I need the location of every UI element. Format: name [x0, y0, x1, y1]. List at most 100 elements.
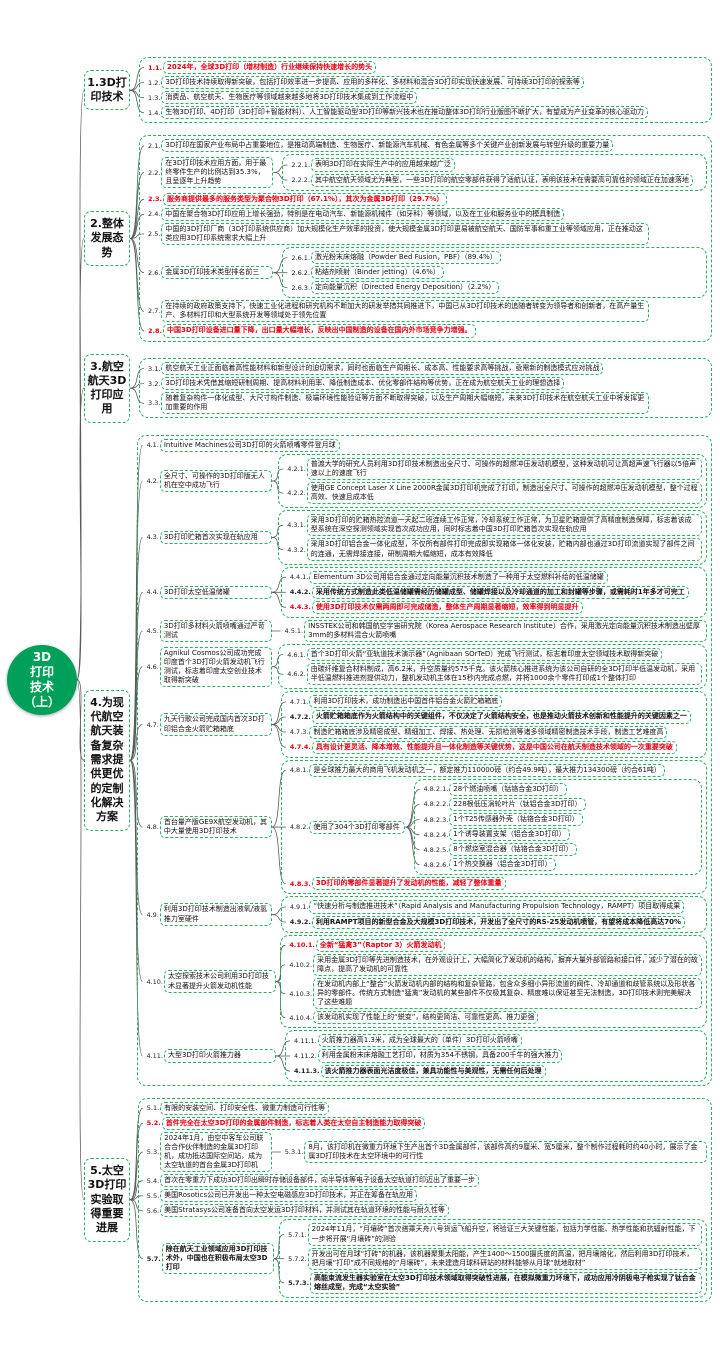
node-box[interactable]: 使用GE Concept Laser X Line 2000R金属3D打印机完成…	[306, 482, 702, 505]
node-box[interactable]: 8月，该打印机在微重力环境下生产出首个3D金属部件，该部件高约9厘米、宽5厘米，…	[304, 1140, 707, 1164]
node-box[interactable]: 利用3D打印技术制造出液氧/液氢推力室硬件	[159, 903, 272, 926]
node-box[interactable]: 除在航天工业领域应用3D打印技术外，中国也在积极布局太空3D打印	[161, 1243, 274, 1275]
node-box[interactable]: Intuitive Machines公司3D打印的火箭喷嘴零件登月球	[159, 438, 340, 452]
node-box[interactable]: 228根低压涡轮叶片（钛铝合金3D打印）	[449, 797, 586, 812]
node-box[interactable]: 首件完全在太空3D打印的金属部件制造，标志着人类在太空自主制造能力取得突破	[161, 1116, 426, 1130]
node-box[interactable]: 使用3D打印技术仅需两周即可完成储造，整体生产周期显著缩短，效率得到明显提升	[311, 600, 583, 614]
node-box[interactable]: 采用3D打印的贮箱热控流道一天起二班连续工作正常，冷却系统工作正常，为卫星贮箱提…	[306, 514, 702, 537]
node-box[interactable]: 其中航空航天领域尤为典型，一些3D打印的航空零部件获得了适航认证，表明该技术在需…	[311, 173, 693, 187]
node-box[interactable]: 2024年11月，“月壤砖”首次搭乘天舟八号货运飞船升空，将验证三大关键性能，包…	[307, 1223, 702, 1246]
node-box[interactable]: 中国的3D打印厂商（3D打印系统供应商）加大规模化生产效率的投资，使大规模金属3…	[161, 222, 650, 246]
node-box[interactable]: 太空探索技术公司利用3D打印技术显著提升火箭发动机性能	[164, 970, 276, 993]
node-self: 5.7.2.开发出可在月球“打砖”的机器，该机器聚集太阳能，产生1400～150…	[284, 1247, 702, 1270]
node-box[interactable]: 利用3D打印技术，成功制造出中国首件铝合金火箭贮箱箱底	[309, 695, 503, 709]
node: 4.10.1.全新“猛禽3”（Raptor 3）火箭发动机	[285, 938, 702, 952]
node-box[interactable]: 首个3D打印火箭“亚轨道技术演示器”（Agnibaan SOrTeD）完成飞行测…	[306, 648, 663, 662]
node-box[interactable]: 有限的安装空间、打印安全性、微重力制造可行性等	[160, 1101, 330, 1115]
node-self: 4.2.1.普渡大学的研究人员利用3D打印技术制造出全尺寸、可操作的超燃冲压发动…	[283, 457, 702, 481]
node-box[interactable]: 开发出可在月球“打砖”的机器，该机器聚集太阳能，产生1400～1500摄氏度的高…	[307, 1247, 702, 1270]
node-box[interactable]: 首台量产版GE9X航空发动机，其中大量使用3D打印技术	[159, 816, 272, 839]
node-box[interactable]: 大型3D打印火箭推力器	[164, 1049, 276, 1063]
node-self: 4.7.4.具有设计更灵活、降本增效、性能提升且一体化制造等关键优势，这是中国公…	[286, 740, 677, 754]
node-box[interactable]: 该发动机实现了性能上的“蜕变”，结构更简洁、可靠性更高、推力更强	[313, 1011, 539, 1025]
node-box[interactable]: 生物3D打印、4D打印（3D打印+智能材料）、人工智能驱动型3D打印等新兴技术也…	[161, 106, 648, 120]
node-box[interactable]: 3D打印技术凭借其缩短研制周期、提高材料利用率、降低制造成本、优化零部件结构等优…	[161, 377, 565, 391]
node-number: 4.8.1.	[289, 766, 309, 775]
node-box[interactable]: 定向能量沉积（Directed Energy Deposition）（2.2%）	[311, 281, 500, 295]
node-box[interactable]: “快速分析与制造推进技术”（Rapid Analysis and Manufac…	[309, 900, 685, 914]
node-box[interactable]: 1个热交换器（铝合金3D打印）	[449, 858, 556, 872]
node-box[interactable]: 普渡大学的研究人员利用3D打印技术制造出全尺寸、可操作的超燃冲压发动机模型，这种…	[306, 457, 702, 481]
node-box[interactable]: 3D打印太空低温储罐	[159, 585, 272, 599]
node-box[interactable]: 九天行歌公司完成国内首次3D打印铝合金火箭贮箱箱底	[159, 713, 272, 736]
children-group: 4.8.2.1.28个燃油喷嘴（钴铬合金3D打印）4.8.2.2.228根低压涡…	[414, 778, 702, 876]
node-box[interactable]: 全新“猛禽3”（Raptor 3）火箭发动机	[315, 938, 446, 952]
node-box[interactable]: 3D打印多材料火箭喷嘴通过严苛测试	[159, 619, 272, 643]
node-box[interactable]: 全尺寸、可操作的3D打印版无人机在空中成功飞行	[159, 469, 272, 493]
node-box[interactable]: 是全球推力最大的商用飞机发动机之一，额定推力110000磅（约合49.9吨），最…	[309, 763, 665, 777]
node-box[interactable]: 使用了304个3D打印零部件	[309, 820, 406, 834]
node-box[interactable]: 采用3D打印铝合金一体化成型，不仅所有部件打印完成即实现箱体一体化安装，贮箱内部…	[306, 538, 702, 561]
node-box[interactable]: Agnikul Cosmos公司成功完成印度首个3D打印火箭发动机飞行测试，标志…	[159, 646, 272, 687]
node-box[interactable]: 航空航天工业正面临着高性能材料和新型设计的迫切需求，同时也面临生产周期长、成本高…	[161, 361, 604, 376]
branch-label[interactable]: 5.太空3D打印实验取得重要进展	[84, 1158, 130, 1242]
node-box[interactable]: 采用金属3D打印等先进制造技术，在外观设计上，大幅简化了发动机的结构，摒弃大量外…	[313, 953, 702, 976]
root-node[interactable]: 3D 打印 技术 （上）	[7, 644, 77, 715]
node-box[interactable]: 火箭贮箱箱底作为火箭结构中的关键组件，不仅决定了火箭结构安全，也是推动火箭技术创…	[311, 710, 691, 724]
node-box[interactable]: 美国Stratasys公司准备首向太空发运3D打印材料，并测试其在轨道环境的性能…	[160, 1204, 449, 1218]
node-box[interactable]: 消费品、航空航天、生物医疗等领域越来越多地将3D打印技术集成到工作流程中	[161, 91, 418, 105]
node-box[interactable]: 8个燃烧室混合器（钴铬合金3D打印）	[449, 843, 577, 857]
node-box[interactable]: 中国3D打印设备进口量下降，出口量大幅增长，反映出中国制造的设备在国内外市场竞争…	[162, 324, 476, 338]
node-box[interactable]: 服务商提供最多的服务类型为聚合物3D打印（67.1%），其次为金属3D打印（29…	[162, 192, 448, 206]
branch-label[interactable]: 3.航空航天3D打印应用	[84, 353, 130, 423]
branch-label[interactable]: 4.为现代航空航天装备复杂需求提供更优的定制化解决方案	[84, 689, 130, 831]
node-number: 5.2.	[146, 1119, 161, 1128]
node-box[interactable]: 美国Rosotics公司已开发出一种太空电磁感应3D打印技术，并正在筹备在轨应用	[160, 1189, 417, 1203]
node-box[interactable]: 3D打印贮箱首次实现在轨应用	[159, 530, 272, 544]
node-box[interactable]: 中国在聚合物3D打印应用上增长强劲，特别是在电动汽车、新能源机械件（如牙科）等领…	[161, 207, 565, 221]
node-box[interactable]: 利用金属粉末床熔融工艺打印，材质为354不锈钢，具备200千牛的强大推力	[317, 1049, 563, 1063]
node-box[interactable]: 3D打印的零部件显著提升了发动机的性能，减轻了整体重量	[311, 877, 506, 891]
node-box[interactable]: 在3D打印技术应用方面，用于最终零件生产的比例达到35.3%，且呈逐年上升趋势	[161, 156, 274, 189]
node-self: 1.3D打印技术	[84, 69, 130, 111]
node-box[interactable]: 3D打印技术持续取得新突破，包括打印效率进一步提高、应用的多样化、多材料和混合3…	[161, 76, 584, 90]
node-box[interactable]: 2024年，全球3D打印（增材制造）行业继续保持快速增长的势头	[162, 60, 377, 75]
node-self: 1.3.消费品、航空航天、生物医疗等领域越来越多地将3D打印技术集成到工作流程中	[144, 91, 418, 105]
node-box[interactable]: 由碳纤维复合材料制成，高6.2米，升空质量约575千克。该火箭核心推进系统为该公…	[306, 663, 702, 686]
node-number: 4.8.2.	[289, 823, 309, 832]
node-self: 4.2.2.使用GE Concept Laser X Line 2000R金属3…	[283, 482, 702, 505]
node-box[interactable]: 该火箭推力器表面光洁度极佳，兼具功能性与美观性，无需任何后处理	[320, 1064, 546, 1078]
node-self: 4.4.3D打印太空低温储罐	[142, 585, 272, 599]
node-box[interactable]: 利用RAMPT项目的新型合金及大规模3D打印技术，开发出了全尺寸的RS-25发动…	[311, 915, 686, 929]
node-box[interactable]: Elementum 3D公司用铝合金通过定向能量沉积技术制造了一种用于太空燃料补…	[309, 570, 608, 584]
node-self: 3.2.3D打印技术凭借其缩短研制周期、提高材料利用率、降低制造成本、优化零部件…	[144, 377, 565, 391]
node: 1.3.消费品、航空航天、生物医疗等领域越来越多地将3D打印技术集成到工作流程中	[144, 91, 707, 105]
branch-label[interactable]: 1.3D打印技术	[84, 69, 130, 111]
node-box[interactable]: 粘结剂喷射（Binder jetting）（4.6%）	[311, 266, 444, 280]
node-box[interactable]: 1个诱导装置支架（铝合金3D打印）	[449, 828, 570, 842]
node: 4.8.1.是全球推力最大的商用飞机发动机之一，额定推力110000磅（约合49…	[286, 763, 702, 777]
branch-label[interactable]: 2.整体发展态势	[84, 211, 130, 266]
node-box[interactable]: 高能束流发生器实验室在太空3D打印技术领域取得突破性进展，在模拟微重力环境下，成…	[310, 1271, 702, 1295]
node-box[interactable]: 3D打印在国家产业布局中占重要地位，是推动高端制造、生物医疗、新能源汽车机械、有…	[161, 139, 614, 153]
node-box[interactable]: INSSTEK公司和韩国航空宇宙研究院（Korea Aerospace Rese…	[304, 619, 707, 643]
node-box[interactable]: 采用传统方式制造此类低温储罐需经历储罐成型、储罐焊接以及冷却通道的加工和封罐等步…	[311, 585, 689, 599]
node-box[interactable]: 1个T25传感器外壳（钴铬合金3D打印）	[449, 813, 583, 827]
node-box[interactable]: 激光粉末床熔融（Powder Bed Fusion，PBF）（89.4%）	[311, 251, 501, 265]
node-box[interactable]: 在持续的政府政策支持下，快速工业化进程和研究机构不断加大的研发举措共同推进下，中…	[161, 300, 650, 323]
node-box[interactable]: 火箭推力器高1.3米，成为全球最大的（单件）3D打印火箭喷嘴	[317, 1034, 522, 1048]
node-box[interactable]: 表明3D打印在实际生产中的应用越来越广泛	[311, 158, 455, 172]
node-box[interactable]: 制造贮箱箱底涉及精密成型、精细加工、焊接、热处理、无损检测等诸多领域精密制造技术…	[309, 725, 668, 739]
node-box[interactable]: 具有设计更灵活、降本增效、性能提升且一体化制造等关键优势，这是中国公司在航天制造…	[311, 740, 677, 754]
node-box[interactable]: 首次在零重力下成功3D打印出瞬时存储设备部件，向半导体等电子设备太空轨道打印迈出…	[160, 1174, 479, 1188]
node-self: 4.4.3.使用3D打印技术仅需两周即可完成储造，整体生产周期显著缩短，效率得到…	[286, 600, 583, 614]
node-number: 2.5.	[148, 229, 161, 238]
node-box[interactable]: 2024年1月，由空中客车公司联合合作伙伴制造的金属3D打印机，成功抵达国际空间…	[160, 1131, 273, 1173]
node-box[interactable]: 28个燃油喷嘴（钴铬合金3D打印）	[449, 782, 568, 796]
node-box[interactable]: 金属3D打印技术类型排名前三	[161, 266, 274, 280]
node-number: 4.8.2.4.	[423, 830, 449, 839]
node-box[interactable]: 在发动机内部上“整合”火箭发动机内部的结构和复杂管路，包含众多细小异形流道的阀件…	[313, 977, 702, 1010]
node-box[interactable]: 随着复杂构件一体化成型、大尺寸构件制造、极端环境性能验证等方面不断取得突破，以及…	[161, 392, 650, 415]
